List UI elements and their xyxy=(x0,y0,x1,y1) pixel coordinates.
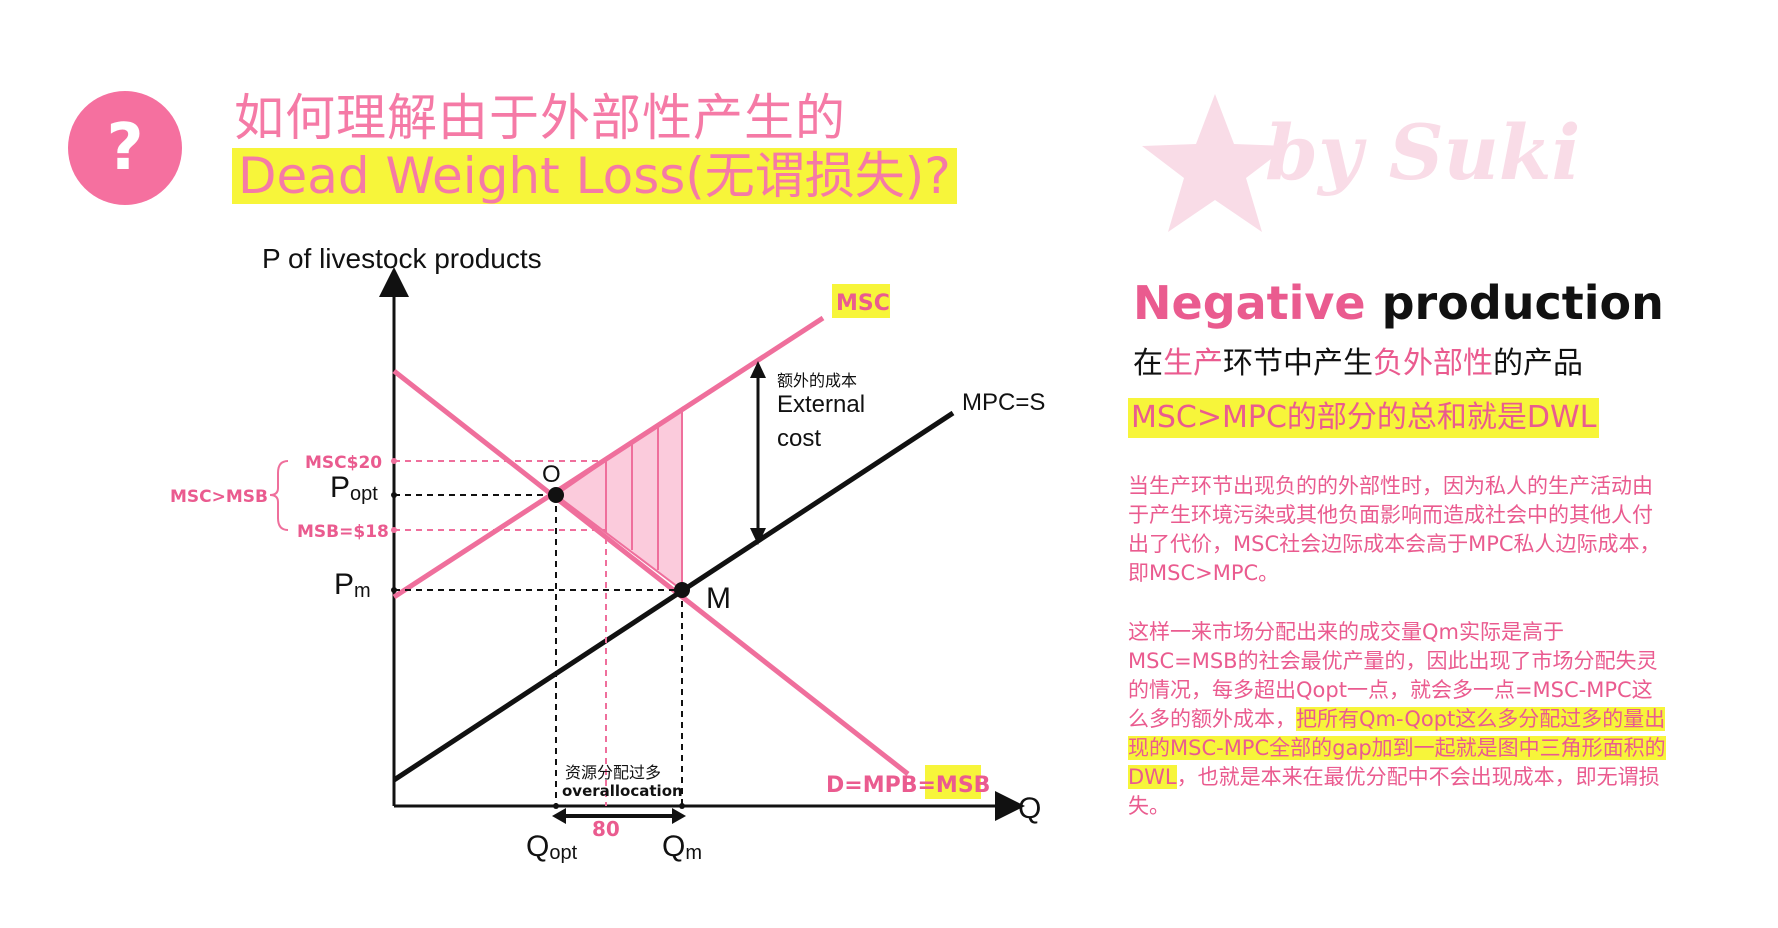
q-opt-label: Qopt xyxy=(526,830,578,864)
sub-part: 生产 xyxy=(1163,346,1223,381)
point-m-label: M xyxy=(706,582,731,615)
y-tick-dot xyxy=(391,458,397,464)
explanation-paragraph-2: 这样一来市场分配出来的成交量Qm实际是高于MSC=MSB的社会最优产量的，因此出… xyxy=(1128,618,1668,821)
y-tick-dot xyxy=(391,587,397,593)
mpc-supply-curve xyxy=(392,410,955,783)
overallocation-en: overallocation xyxy=(562,782,683,800)
point-o-dot xyxy=(548,487,564,503)
explanation-paragraph-1: 当生产环节出现负的的外部性时，因为私人的生产活动由于产生环境污染或其他负面影响而… xyxy=(1128,474,1661,585)
overallocation-qty: 80 xyxy=(592,817,620,841)
sub-part: 在 xyxy=(1133,346,1163,381)
y-tick-dot xyxy=(391,492,397,498)
msc-price-label: MSC$20 xyxy=(305,453,382,473)
y-axis-label: P of livestock products xyxy=(262,243,542,274)
x-axis-label: Q xyxy=(1018,792,1041,825)
q-m-label: Qm xyxy=(662,830,702,864)
external-cost-arrow-top xyxy=(750,361,766,378)
title-line-2: Dead Weight Loss(无谓损失)? xyxy=(232,148,957,204)
mpc-label: MPC=S xyxy=(962,389,1045,416)
p-opt-label: Popt xyxy=(330,471,378,505)
point-m-dot xyxy=(674,582,690,598)
star-watermark-icon xyxy=(1142,94,1288,232)
watermark-text: by Suki xyxy=(1265,108,1581,197)
overallocation-cn: 资源分配过多 xyxy=(565,763,661,782)
demand-label: D=MPB=MSB xyxy=(826,773,990,798)
dwl-triangle xyxy=(554,406,683,593)
msc-label: MSC xyxy=(836,291,890,316)
demand-msb-curve xyxy=(392,369,910,776)
para2-normal: 这样一来市场分配出来的成交量Qm实际是高于MSC=MSB的社会最优产量的，因此出… xyxy=(1128,620,1658,731)
msc-curve xyxy=(392,315,825,600)
heading-production: production xyxy=(1365,276,1664,330)
external-cost-arrow-bottom xyxy=(750,528,766,545)
external-cost-cn: 额外的成本 xyxy=(777,371,857,390)
msb-label-bg xyxy=(925,765,981,799)
heading-negative: Negative xyxy=(1133,276,1366,330)
msc-msb-brace xyxy=(269,460,289,531)
para2-tail: ，也就是本来在最优分配中不会出现成本，即无谓损失。 xyxy=(1128,765,1660,818)
y-tick-dot xyxy=(391,527,397,533)
msb-price-label: MSB=$18 xyxy=(297,522,389,542)
point-o-label: O xyxy=(542,461,561,488)
msc-label-bg xyxy=(832,284,890,318)
msc-gt-msb-label: MSC>MSB xyxy=(170,487,268,507)
external-cost-line2: cost xyxy=(777,425,821,452)
x-tick-dot xyxy=(679,803,685,809)
sub-part: 负外部性 xyxy=(1373,346,1493,381)
x-tick-dot xyxy=(553,803,559,809)
sub-part: 的产品 xyxy=(1493,346,1583,381)
p-m-label: Pm xyxy=(334,568,371,602)
external-cost-line1: External xyxy=(777,391,865,418)
overallocation-arrow-left xyxy=(552,808,566,824)
negative-production-heading: Negative production xyxy=(1133,276,1664,330)
dwl-highlight-line: MSC>MPC的部分的总和就是DWL xyxy=(1128,398,1600,438)
overallocation-arrow-right xyxy=(672,808,686,824)
question-icon: ? xyxy=(68,91,182,205)
title-line-1: 如何理解由于外部性产生的 xyxy=(234,89,846,147)
subheading: 在生产环节中产生负外部性的产品 xyxy=(1133,338,1583,382)
sub-part: 环节中产生 xyxy=(1223,346,1373,381)
